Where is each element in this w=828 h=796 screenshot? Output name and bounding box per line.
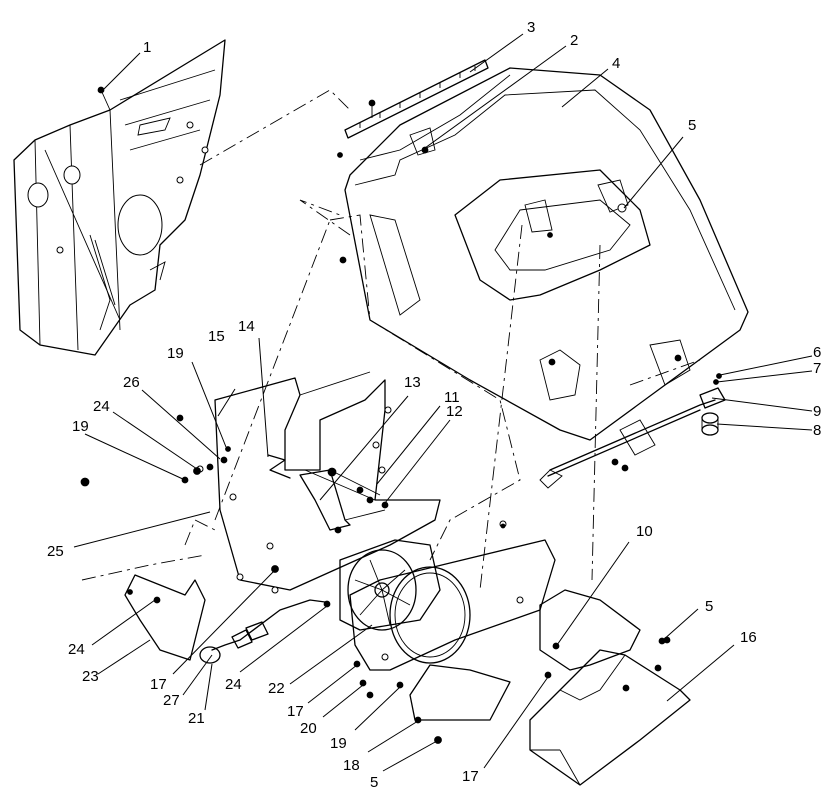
callout-27: 27 bbox=[163, 692, 180, 709]
callout-2: 2 bbox=[570, 32, 578, 49]
callout-19: 19 bbox=[330, 735, 347, 752]
callout-11: 11 bbox=[444, 389, 460, 406]
callout-labels: 1 2 3 4 5 6 7 9 8 15 14 19 13 11 12 26 2… bbox=[47, 19, 821, 791]
callout-25: 25 bbox=[47, 543, 64, 560]
right-lower-panel bbox=[539, 589, 641, 679]
callout-5: 5 bbox=[705, 598, 713, 615]
callout-9: 9 bbox=[813, 403, 821, 420]
shroud-plate bbox=[349, 520, 556, 671]
callout-4: 4 bbox=[612, 55, 620, 72]
callout-23: 23 bbox=[82, 668, 99, 685]
callout-1: 1 bbox=[143, 39, 151, 56]
cooling-fan bbox=[339, 539, 441, 631]
callout-22: 22 bbox=[268, 680, 285, 697]
callout-24: 24 bbox=[93, 398, 110, 415]
leader-lines bbox=[73, 33, 813, 772]
alignment-line-a bbox=[479, 224, 523, 591]
hinge-strip bbox=[337, 59, 489, 158]
callout-24: 24 bbox=[225, 676, 242, 693]
callout-3: 3 bbox=[527, 19, 535, 36]
bracket bbox=[299, 467, 386, 534]
alignment-line-c bbox=[299, 199, 351, 236]
callout-5: 5 bbox=[370, 774, 378, 791]
shroud-plane bbox=[214, 214, 521, 561]
callout-24: 24 bbox=[68, 641, 85, 658]
lower-left-shield bbox=[81, 519, 216, 661]
callout-16: 16 bbox=[740, 629, 757, 646]
callout-17: 17 bbox=[150, 676, 167, 693]
hood-cover bbox=[344, 67, 749, 441]
callout-26: 26 bbox=[123, 374, 140, 391]
callout-17: 17 bbox=[287, 703, 304, 720]
mounting-plate bbox=[196, 371, 441, 594]
callout-14: 14 bbox=[238, 318, 255, 335]
callout-13: 13 bbox=[404, 374, 421, 391]
clip bbox=[267, 454, 291, 479]
bottom-shroud bbox=[529, 636, 691, 786]
assembly-centerline bbox=[199, 89, 351, 166]
callout-19: 19 bbox=[72, 418, 89, 435]
callout-15: 15 bbox=[208, 328, 225, 345]
frame-side-panel bbox=[13, 39, 226, 356]
wire-harness bbox=[199, 599, 326, 664]
callout-10: 10 bbox=[636, 523, 653, 540]
callout-19: 19 bbox=[167, 345, 184, 362]
center-lower-panel bbox=[409, 664, 511, 744]
callout-5: 5 bbox=[688, 117, 696, 134]
callout-8: 8 bbox=[813, 422, 821, 439]
callout-18: 18 bbox=[343, 757, 360, 774]
callout-21: 21 bbox=[188, 710, 205, 727]
callout-12: 12 bbox=[446, 403, 463, 420]
callout-6: 6 bbox=[813, 344, 821, 361]
hardware bbox=[80, 86, 666, 699]
callout-20: 20 bbox=[300, 720, 317, 737]
alignment-line-b bbox=[591, 244, 601, 581]
latch-rod-assembly bbox=[539, 359, 726, 489]
callout-17: 17 bbox=[462, 768, 479, 785]
callout-7: 7 bbox=[813, 360, 821, 377]
